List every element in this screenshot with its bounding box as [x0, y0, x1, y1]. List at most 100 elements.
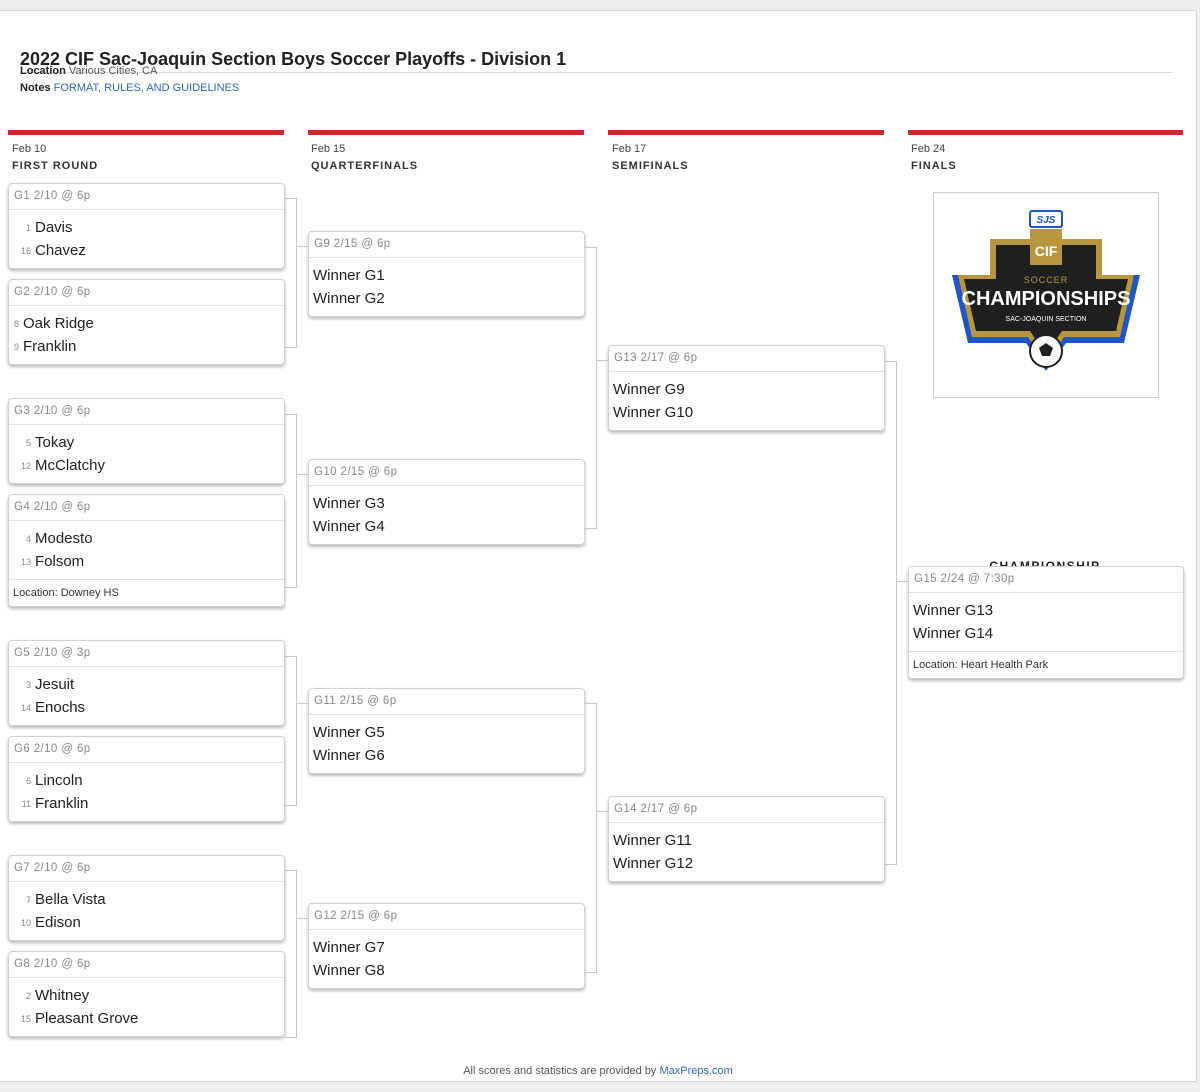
team-seed: 11 [21, 799, 31, 809]
game-card-g13[interactable]: G13 2/17 @ 6p Winner G9 Winner G10 [608, 345, 885, 431]
bracket-connector [584, 247, 597, 529]
bracket-connector [296, 474, 308, 475]
team-name: Modesto [35, 530, 93, 547]
team-name: Winner G4 [313, 518, 385, 535]
team-name: Winner G1 [313, 267, 385, 284]
team-row[interactable]: Winner G8 [309, 959, 584, 982]
game-card-g12[interactable]: G12 2/15 @ 6p Winner G7 Winner G8 [308, 903, 585, 989]
round-date-semifinals: Feb 17 [612, 143, 647, 155]
logo-sport-text: SOCCER [1024, 275, 1069, 285]
team-seed: 1 [25, 223, 31, 233]
game-card-g15[interactable]: G15 2/24 @ 7:30p Winner G13 Winner G14 L… [908, 566, 1184, 679]
logo-org-text: CIF [1035, 243, 1058, 259]
team-row[interactable]: 11 Franklin [9, 792, 284, 815]
round-date-first: Feb 10 [12, 143, 47, 155]
round-name-semifinals: SEMIFINALS [612, 160, 689, 172]
game-label: G5 2/10 @ 3p [9, 641, 284, 667]
team-row[interactable]: Winner G6 [309, 744, 584, 767]
team-name: Folsom [35, 553, 85, 570]
game-location: Location: Downey HS [9, 579, 284, 606]
team-row[interactable]: 10 Edison [9, 911, 284, 934]
bracket-connector [284, 414, 297, 588]
team-seed: 12 [20, 461, 31, 471]
round-bar-finals [908, 130, 1183, 135]
bracket-connector [584, 703, 597, 973]
footer-text: All scores and statistics are provided b… [463, 1065, 657, 1077]
team-row[interactable]: Winner G2 [309, 287, 584, 310]
team-row[interactable]: Winner G9 [609, 378, 884, 401]
team-row[interactable]: Winner G11 [609, 829, 884, 852]
team-row[interactable]: Winner G10 [609, 401, 884, 424]
team-seed: 10 [20, 918, 31, 928]
team-name: Davis [35, 219, 73, 236]
team-seed: 4 [25, 534, 31, 544]
game-card-g14[interactable]: G14 2/17 @ 6p Winner G11 Winner G12 [608, 796, 885, 882]
championship-logo: SJS CIF SOCCER CHAMPIONSHIPS SAC-JOAQUIN… [952, 210, 1140, 371]
round-name-first: FIRST ROUND [12, 160, 99, 172]
team-row[interactable]: 1 Davis [9, 216, 284, 239]
logo-headline-text: CHAMPIONSHIPS [962, 288, 1131, 310]
game-card-g10[interactable]: G10 2/15 @ 6p Winner G3 Winner G4 [308, 459, 585, 545]
team-name: Lincoln [35, 772, 83, 789]
team-name: Winner G13 [913, 602, 994, 619]
team-row[interactable]: Winner G7 [309, 936, 584, 959]
bracket-connector [596, 811, 608, 812]
logo-column [1030, 229, 1062, 265]
team-row[interactable]: 4 Modesto [9, 527, 284, 550]
bracket-connector [284, 656, 297, 806]
game-label: G12 2/15 @ 6p [309, 904, 584, 930]
game-label: G2 2/10 @ 6p [9, 280, 284, 306]
team-name: Bella Vista [35, 891, 106, 908]
game-label: G1 2/10 @ 6p [9, 184, 284, 210]
team-row[interactable]: Winner G13 [909, 599, 1183, 622]
title-divider [20, 72, 1172, 73]
team-row[interactable]: Winner G5 [309, 721, 584, 744]
team-row[interactable]: 9 Franklin [9, 335, 284, 358]
team-row[interactable]: Winner G4 [309, 515, 584, 538]
team-name: Franklin [23, 338, 77, 355]
location-label: Location [20, 65, 66, 77]
game-card-g9[interactable]: G9 2/15 @ 6p Winner G1 Winner G2 [308, 231, 585, 317]
notes-label: Notes [20, 82, 51, 94]
bracket-connector [296, 918, 308, 919]
game-label: G3 2/10 @ 6p [9, 399, 284, 425]
team-name: Franklin [35, 795, 89, 812]
team-name: Winner G2 [313, 290, 385, 307]
team-row[interactable]: Winner G14 [909, 622, 1183, 645]
maxpreps-link[interactable]: MaxPreps.com [659, 1065, 733, 1077]
team-row[interactable]: Winner G12 [609, 852, 884, 875]
bracket-connector [284, 870, 297, 1038]
bracket-connector [296, 703, 308, 704]
bracket-connector [296, 246, 308, 247]
team-name: Winner G3 [313, 495, 385, 512]
game-location: Location: Heart Health Park [909, 651, 1183, 678]
team-seed: 14 [20, 703, 31, 713]
game-card-g11[interactable]: G11 2/15 @ 6p Winner G5 Winner G6 [308, 688, 585, 774]
format-rules-link[interactable]: FORMAT, RULES, AND GUIDELINES [53, 82, 240, 94]
team-name: Whitney [35, 987, 90, 1004]
team-name: Edison [35, 914, 81, 931]
team-name: Pleasant Grove [35, 1010, 139, 1027]
team-row[interactable]: Winner G1 [309, 264, 584, 287]
team-row[interactable]: Winner G3 [309, 492, 584, 515]
team-seed: 9 [13, 342, 19, 352]
